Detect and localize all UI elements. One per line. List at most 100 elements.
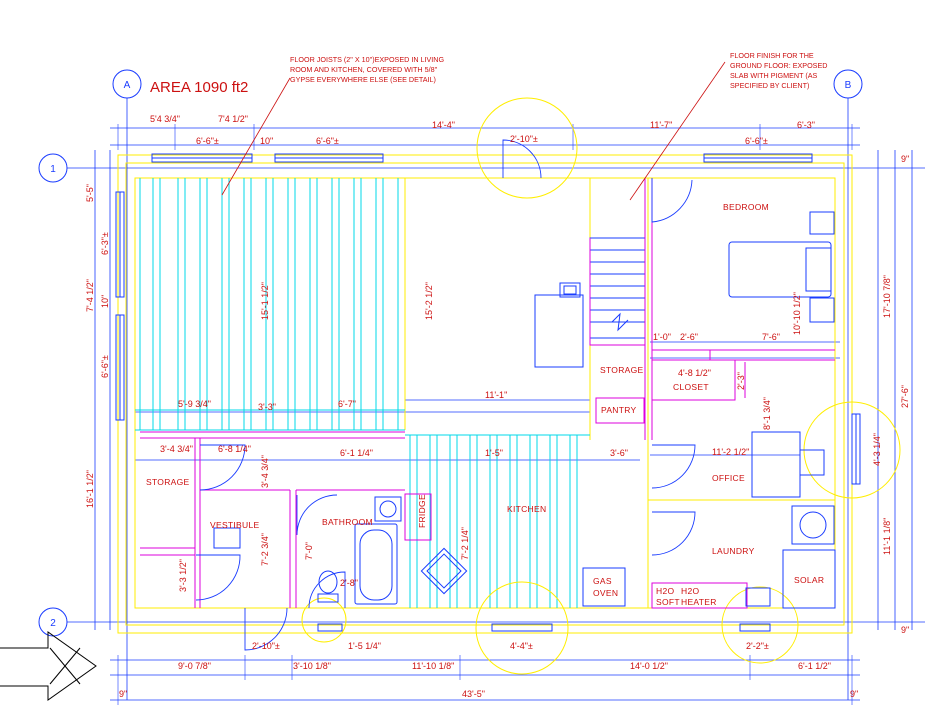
exterior-walls — [117, 154, 853, 634]
dim-win-3: 6'-6"± — [316, 136, 339, 146]
dim-7-2: 7'-2 3/4" — [260, 533, 270, 566]
dim-6-8: 6'-8 1/4" — [218, 444, 251, 454]
note-floor-finish: FLOOR FINISH FOR THE GROUND FLOOR: EXPOS… — [730, 51, 827, 90]
dim-left-1: 5'-5" — [85, 184, 95, 202]
dim-top-b: 7'4 1/2" — [218, 114, 248, 124]
label-fridge: FRIDGE — [417, 494, 427, 528]
room-label-solar: SOLAR — [794, 575, 824, 585]
dim-bot-total: 43'-5" — [462, 689, 485, 699]
room-label-kitchen: KITCHEN — [507, 504, 546, 514]
fixtures — [213, 211, 836, 609]
svg-text:A: A — [124, 80, 131, 91]
label-oven: OVEN — [593, 588, 618, 598]
living-room-joists — [135, 178, 405, 431]
note-joists: FLOOR JOISTS (2" X 10")EXPOSED IN LIVING… — [290, 55, 444, 84]
dim-bot-win1: 1'-5 1/4" — [348, 641, 381, 651]
grid-bubble-1: 1 — [38, 153, 68, 183]
dim-6-7: 6'-7" — [338, 399, 356, 409]
dim-8-1: 8'-1 3/4" — [762, 397, 772, 430]
dim-2-6: 2'-6" — [680, 332, 698, 342]
entry-arrow-icon — [0, 631, 97, 701]
dim-top-e: 6'-3" — [797, 120, 815, 130]
dim-right-2: 27'-6" — [900, 385, 910, 408]
dim-bot-3: 11'-10 1/8" — [412, 661, 454, 671]
dim-door-top: 2'-10"± — [510, 134, 538, 144]
room-label-vestibule: VESTIBULE — [210, 520, 259, 530]
svg-text:GROUND FLOOR: EXPOSED: GROUND FLOOR: EXPOSED — [730, 61, 827, 70]
room-label-office: OFFICE — [712, 473, 745, 483]
staircase — [589, 237, 646, 339]
dim-3-3: 3'-3" — [258, 402, 276, 412]
dim-win-4: 6'-6"± — [745, 136, 768, 146]
dim-top-c: 14'-4" — [432, 120, 455, 130]
highlight-circles — [301, 97, 901, 675]
dim-right-4: 9" — [901, 625, 909, 635]
dim-4-8: 4'-8 1/2" — [678, 368, 711, 378]
dim-bot-4: 14'-0 1/2" — [630, 661, 668, 671]
label-h2o-soft-1: H2O — [656, 586, 674, 596]
dim-bot-1: 9'-0 7/8" — [178, 661, 211, 671]
dim-bot-5: 6'-1 1/2" — [798, 661, 831, 671]
svg-text:1: 1 — [50, 164, 56, 175]
kitchen-joists — [405, 434, 590, 608]
label-h2o-soft-2: SOFT — [656, 597, 680, 607]
dim-7-0: 7'-0" — [304, 542, 314, 560]
dim-5-9: 5'-9 3/4" — [178, 399, 211, 409]
dimension-labels: 5'4 3/4" 7'4 1/2" 14'-4" 11'-7" 6'-3" 6'… — [85, 114, 910, 699]
dim-left-5: 6'-6"± — [100, 355, 110, 378]
dimension-lines — [94, 127, 913, 701]
svg-text:FLOOR JOISTS (2" X 10")EXPOSED: FLOOR JOISTS (2" X 10")EXPOSED IN LIVING — [290, 55, 444, 64]
dim-left-4: 10" — [100, 295, 110, 308]
windows — [115, 153, 861, 632]
room-label-bedroom: BEDROOM — [723, 202, 769, 212]
svg-text:GYPSE EVERYWHERE ELSE (SEE DET: GYPSE EVERYWHERE ELSE (SEE DETAIL) — [290, 75, 436, 84]
svg-text:SLAB WITH PIGMENT (AS: SLAB WITH PIGMENT (AS — [730, 71, 818, 80]
room-label-closet: CLOSET — [673, 382, 709, 392]
room-label-storage-lower: STORAGE — [146, 477, 190, 487]
svg-text:FLOOR FINISH FOR THE: FLOOR FINISH FOR THE — [730, 51, 814, 60]
dim-3-4: 3'-4 3/4" — [160, 444, 193, 454]
grid-bubble-2: 2 — [38, 607, 68, 637]
note-leaders — [221, 61, 726, 201]
dim-right-1: 17'-10 7/8" — [882, 275, 892, 318]
label-h2o-heater-1: H2O — [681, 586, 699, 596]
label-gas: GAS — [593, 576, 612, 586]
room-label-pantry: PANTRY — [601, 405, 637, 415]
dim-1-0: 1'-0" — [653, 332, 671, 342]
room-label-laundry: LAUNDRY — [712, 546, 755, 556]
room-label-storage-upper: STORAGE — [600, 365, 644, 375]
dim-1-5: 1'-5" — [485, 448, 503, 458]
dim-win-2: 10" — [260, 136, 273, 146]
dim-7-6: 7'-6" — [762, 332, 780, 342]
dim-11-1: 11'-1 1/8" — [882, 518, 892, 555]
doors — [195, 139, 696, 651]
dim-11-2: 11'-2 1/2" — [712, 447, 749, 457]
dim-left-2: 6'-3"± — [100, 232, 110, 255]
dim-living-h2: 15'-2 1/2" — [424, 282, 434, 320]
dim-3-6: 3'-6" — [610, 448, 628, 458]
grid-bubble-a: A — [112, 69, 142, 99]
dim-right-3: 9" — [901, 154, 909, 164]
dim-2-8: 2'-8" — [340, 578, 358, 588]
dim-bot-door: 2'-10"± — [252, 641, 280, 651]
grid-bubble-b: B — [833, 69, 863, 99]
dim-3-3b: 3'-3 1/2" — [178, 559, 188, 592]
dim-stair-w: 11'-1" — [485, 390, 507, 400]
dim-top-d: 11'-7" — [650, 120, 672, 130]
partitions — [140, 178, 835, 609]
dim-living-h: 15'-1 1/2" — [260, 282, 270, 320]
dim-4-3: 4'-3 1/4" — [872, 433, 882, 466]
dim-bot-7: 9" — [850, 689, 858, 699]
svg-text:B: B — [845, 80, 852, 91]
dim-bot-2: 3'-10 1/8" — [293, 661, 331, 671]
dim-bot-6: 9" — [119, 689, 127, 699]
label-h2o-heater-2: HEATER — [681, 597, 717, 607]
dim-bot-win3: 2'-2"± — [746, 641, 769, 651]
dim-win-1: 6'-6"± — [196, 136, 219, 146]
dim-left-6: 16'-1 1/2" — [85, 470, 95, 508]
dim-3-4b: 3'-4 3/4" — [260, 455, 270, 488]
room-label-bathroom: BATHROOM — [322, 517, 373, 527]
svg-text:2: 2 — [50, 618, 56, 629]
svg-text:ROOM AND KITCHEN, COVERED WITH: ROOM AND KITCHEN, COVERED WITH 5/8" — [290, 65, 438, 74]
